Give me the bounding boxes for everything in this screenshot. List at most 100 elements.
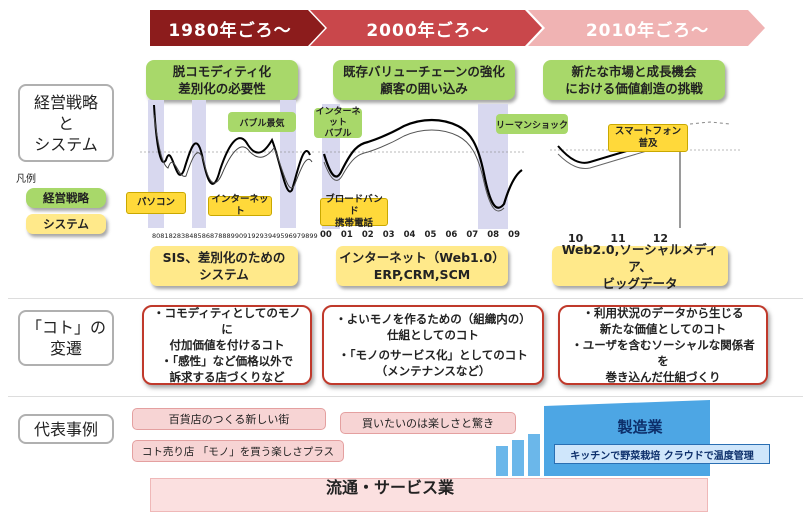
divider-1 [8,298,803,299]
era-arrows [150,10,765,46]
system-box-2000-line1: インターネット（Web1.0） [339,250,505,265]
tick-88: 88 [218,232,227,240]
tick-87: 87 [209,232,219,240]
event-net-bubble-line1: インターネット [315,106,361,128]
tick-09: 09 [508,230,520,240]
tick-83: 83 [176,232,186,240]
tick-02: 02 [361,230,374,240]
tick-82: 82 [168,232,177,240]
tick-12: 12 [652,232,668,245]
tick-04: 04 [403,230,416,240]
tick-07: 07 [466,230,479,240]
event-net-bubble-line2: バブル [324,128,352,139]
era-1980: 1980年ごろ～ [168,20,292,41]
event-smartphone-line2: 普及 [638,138,658,149]
system-box-2010-line1: Web2.0,ソーシャルメディア、 [561,241,719,274]
koto-2010-line3: ・ユーザを含むソーシャルな関係者を [571,338,755,368]
tick-81: 81 [160,232,169,240]
tick-91: 91 [243,232,252,240]
legend-system: システム [26,214,106,234]
ticks-2010s: 10 11 12 [568,232,668,246]
tick-01: 01 [340,230,353,240]
row-label-strategy-line2: と [57,113,74,133]
era-2000: 2000年ごろ～ [366,20,490,41]
tick-03: 03 [382,230,395,240]
system-box-2010: Web2.0,ソーシャルメディア、 ビッグデータ [552,242,728,291]
tick-98: 98 [301,232,310,240]
example-retail: 流通・サービス業 [325,478,454,497]
tick-96: 96 [284,232,293,240]
tick-06: 06 [445,230,458,240]
example-manufacturing: 製造業 [617,418,663,436]
system-box-1980-line1: SIS、差別化のための [162,250,286,265]
tick-97: 97 [292,232,302,240]
example-koto-shop: コト売り店 「モノ」を買う楽しさプラス [132,440,344,462]
koto-1980-line4: 訴求する店づくりなど [169,370,285,384]
tick-11: 11 [610,232,626,245]
tick-99: 99 [309,232,318,240]
row-label-examples: 代表事例 [18,414,114,444]
event-broadband: ブロードバンド 携帯電話 [320,194,388,229]
tick-00: 00 [320,230,332,240]
event-broadband-line1: ブロードバンド [325,194,383,217]
example-kitchen: キッチンで野菜栽培 クラウドで温度管理 [554,444,770,464]
divider-2 [8,396,803,397]
tick-05: 05 [424,230,437,240]
event-bubble: バブル景気 [228,112,296,132]
koto-2010-line1: ・利用状況のデータから生じる [582,306,744,320]
tick-10: 10 [568,232,584,245]
manufacturing-band [496,400,710,476]
strategy-box-2010-line1: 新たな市場と成長機会 [571,64,697,79]
tick-95: 95 [276,232,285,240]
tick-85: 85 [193,232,202,240]
koto-box-2000: ・よいモノを作るための（組織内の） 仕組としてのコト ・「モノのサービス化」とし… [322,305,544,385]
tick-86: 86 [201,232,210,240]
row-label-koto: 「コト」の 変遷 [18,310,114,366]
strategy-box-1980-line2: 差別化の必要性 [178,81,266,96]
strategy-box-2010-line2: における価値創造の挑戦 [565,81,703,96]
system-box-2000: インターネット（Web1.0） ERP,CRM,SCM [336,246,508,286]
tick-80: 80 [152,232,161,240]
system-box-1980-line2: システム [199,267,249,282]
row-label-koto-line1: 「コト」の [25,318,106,337]
koto-box-1980: ・コモディティとしてのモノに 付加価値を付けるコト ・「感性」など価格以外で 訴… [142,305,312,385]
system-box-2000-line2: ERP,CRM,SCM [373,267,471,282]
strategy-box-2000-line2: 顧客の囲い込み [380,81,468,96]
event-lehman: リーマンショック [496,114,568,134]
koto-2010-line4: 巻き込んだ仕組づくり [605,370,721,384]
event-internet: インターネット [208,194,272,217]
row-label-strategy-line1: 経営戦略 [33,92,98,112]
event-pc: パソコン [126,192,186,214]
system-box-1980: SIS、差別化のための システム [150,246,298,286]
event-net-bubble: インターネット バブル [314,106,362,139]
strategy-box-2000: 既存バリューチェーンの強化 顧客の囲い込み [333,60,515,100]
legend-strategy: 経営戦略 [26,188,106,208]
strategy-box-2000-line1: 既存バリューチェーンの強化 [343,64,505,79]
strategy-box-1980: 脱コモディティ化 差別化の必要性 [146,60,298,100]
tick-90: 90 [234,232,244,240]
koto-2000-line3: ・「モノのサービス化」としてのコト [338,348,528,362]
era-2010: 2010年ごろ～ [585,20,710,41]
legend-title: 凡例 [16,174,36,185]
row-label-koto-line2: 変遷 [49,339,82,358]
example-dept-store: 百貨店のつくる新しい街 [132,408,326,430]
koto-1980-line2: 付加価値を付けるコト [169,338,285,352]
strategy-box-2010: 新たな市場と成長機会 における価値創造の挑戦 [543,60,725,100]
koto-2000-line4: （メンテナンスなど） [375,364,491,378]
tick-94: 94 [267,232,277,240]
event-smartphone: スマートフォン 普及 [608,124,688,152]
tick-93: 93 [259,232,268,240]
strategy-box-1980-line1: 脱コモディティ化 [172,64,272,79]
event-smartphone-line1: スマートフォン [614,126,682,137]
koto-1980-line3: ・「感性」など価格以外で [160,354,294,368]
row-label-strategy-line3: システム [34,134,98,154]
koto-2010-line2: 新たな価値としてのコト [599,322,727,336]
retail-band [150,478,708,512]
koto-box-2010: ・利用状況のデータから生じる 新たな価値としてのコト ・ユーザを含むソーシャルな… [558,305,768,385]
row-label-strategy: 経営戦略 と システム [18,84,114,162]
example-wanted: 買いたいのは楽しさと驚き [340,412,516,434]
koto-2000-line1: ・よいモノを作るための（組織内の） [335,312,531,326]
tick-92: 92 [251,232,260,240]
